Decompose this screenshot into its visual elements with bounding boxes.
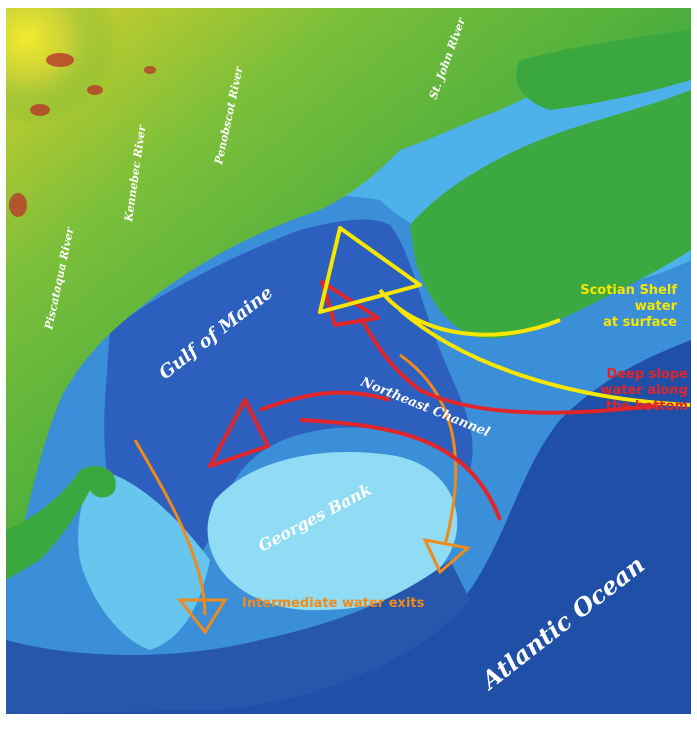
scotian-shelf-flow-label: Scotian Shelf water at surface <box>580 283 677 330</box>
deep-slope-west-branch <box>259 390 391 412</box>
svg-text:Deep slope: Deep slope <box>606 367 688 382</box>
continental-slope <box>6 560 470 714</box>
deep-slope-water-arrows <box>208 280 661 521</box>
mountain-relief <box>6 8 266 258</box>
scotian-arrow-outer <box>398 308 691 407</box>
deep-slope-arrow <box>358 316 661 415</box>
new-brunswick-land <box>516 30 691 110</box>
mountain-peaks <box>9 53 156 217</box>
gulf-basin <box>104 219 473 611</box>
nova-scotia-land <box>410 90 691 339</box>
deep-slope-west-head <box>208 398 270 468</box>
svg-text:Scotian Shelf: Scotian Shelf <box>580 283 677 298</box>
scotian-arrow-head <box>318 226 422 314</box>
cape-cod-land <box>6 466 116 580</box>
scotian-arrow-inner <box>378 288 561 337</box>
svg-text:the bottom: the bottom <box>606 399 688 414</box>
intermediate-water-flow-label: Intermediate water exits <box>242 596 425 611</box>
svg-text:at surface: at surface <box>603 315 677 330</box>
nantucket-shoals <box>78 470 211 650</box>
intermediate-arrow-east-head <box>422 537 472 575</box>
intermediate-arrow-west <box>133 439 207 616</box>
intermediate-arrow-east <box>399 353 458 546</box>
deep-slope-east-branch <box>299 418 502 521</box>
svg-text:water along: water along <box>601 383 688 398</box>
svg-text:water: water <box>635 299 678 314</box>
deep-slope-arrow-head <box>320 280 380 327</box>
scotian-shelf-water-arrows <box>318 226 691 407</box>
deep-slope-flow-label: Deep slope water along the bottom <box>601 367 689 414</box>
intermediate-water-arrows <box>133 353 472 635</box>
intermediate-arrow-west-head <box>176 598 228 635</box>
georges-bank <box>207 452 458 611</box>
